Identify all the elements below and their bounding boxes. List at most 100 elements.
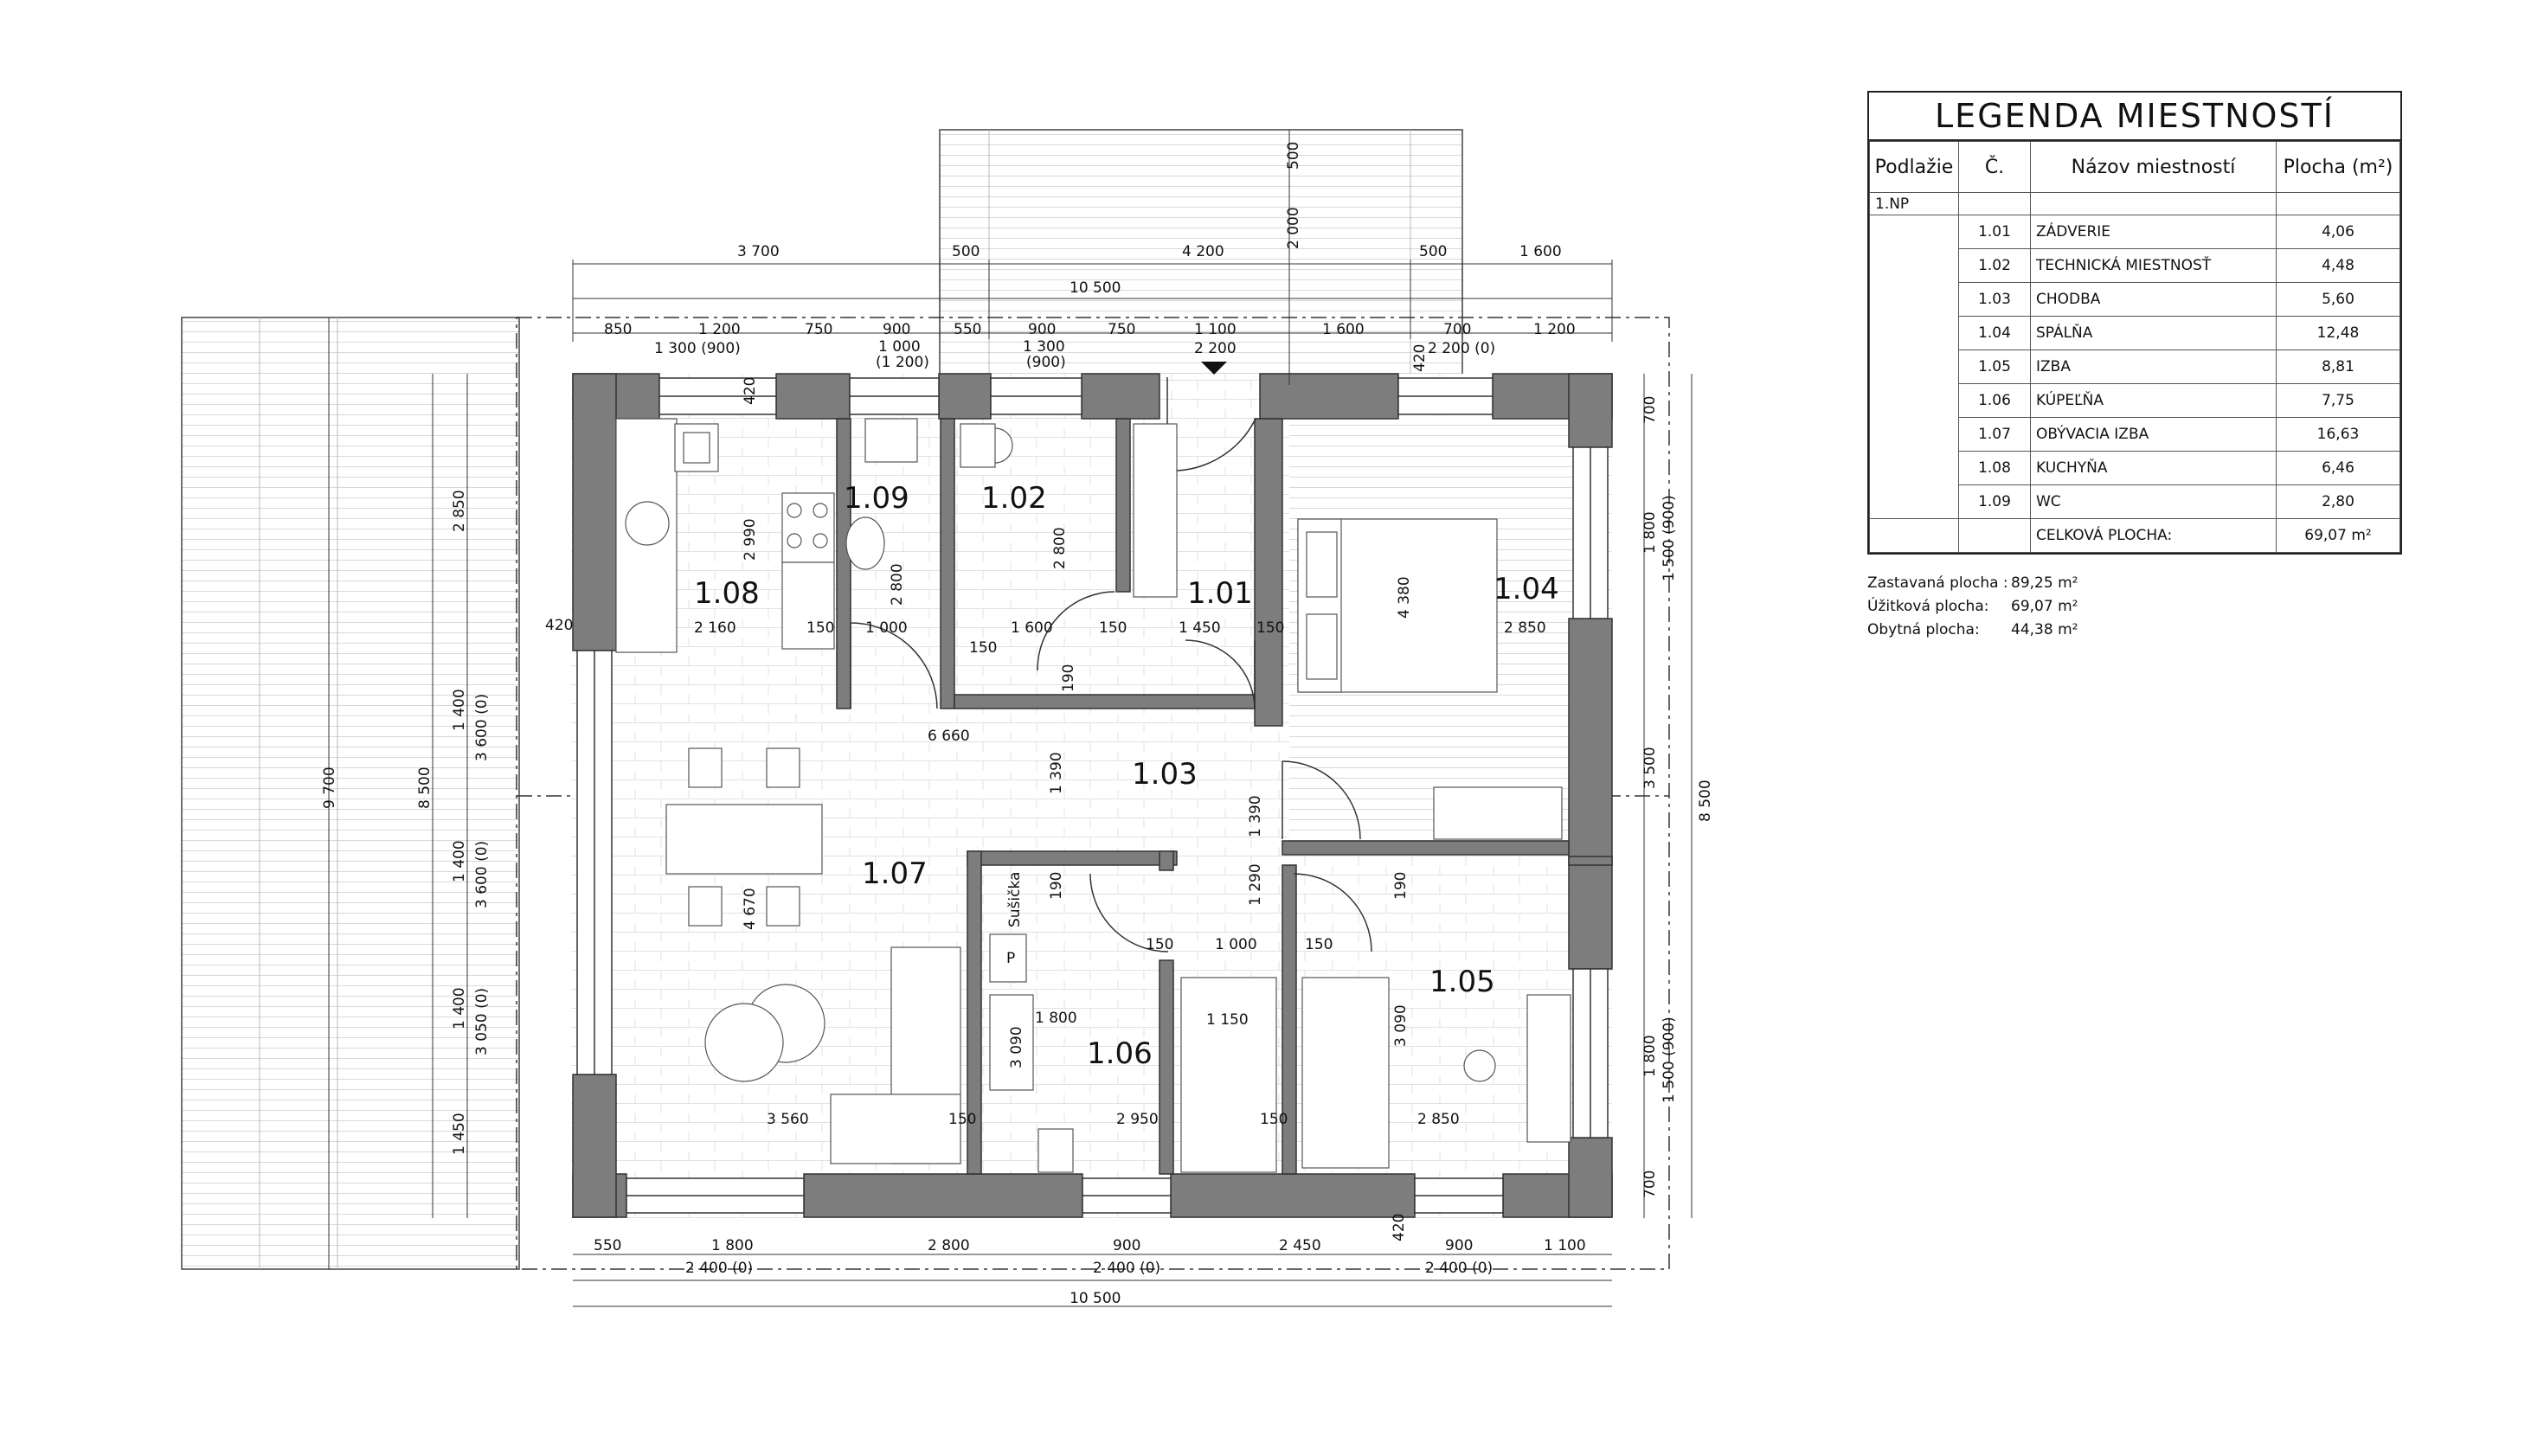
dim-bottom-overall: 10 500 <box>1070 1290 1121 1307</box>
legend-floor-label: 1.NP <box>1869 192 1959 215</box>
dim-150-h: 150 <box>1260 1111 1288 1128</box>
room-label-1-07: 1.07 <box>862 856 928 891</box>
entrance-arrow-icon <box>1201 362 1227 375</box>
legend-total-label: CELKOVÁ PLOCHA: <box>2030 518 2277 553</box>
legend-room-area: 7,75 <box>2276 383 2400 418</box>
dim-top-open-b: 1 000 <box>878 338 921 356</box>
dim-left-c2: 3 600 (0) <box>473 841 491 908</box>
dim-bed-4380: 4 380 <box>1396 576 1413 619</box>
appliance-mark: P <box>1006 950 1015 967</box>
legend-total-row: CELKOVÁ PLOCHA: 69,07 m² <box>1869 518 2400 553</box>
dim-top-row-8: 1 600 <box>1322 321 1365 338</box>
dim-bottom-open-b: 2 400 (0) <box>1093 1260 1160 1277</box>
dim-terrace-b: 2 000 <box>1285 207 1302 249</box>
legend-room-name: KÚPEĽŇA <box>2030 383 2277 418</box>
legend-room-number: 1.01 <box>1958 215 2031 249</box>
legend-room-name: WC <box>2030 484 2277 519</box>
dim-left-b1: 1 400 <box>451 689 468 731</box>
dim-bottom-row-0: 550 <box>594 1237 621 1254</box>
stat-row: Zastavaná plocha :89,25 m² <box>1867 572 2078 595</box>
dim-top-d: 500 <box>1419 243 1447 260</box>
legend-title: LEGENDA MIESTNOSTÍ <box>1869 93 2400 141</box>
dim-corr-6660: 6 660 <box>928 728 970 745</box>
dim-right-b2: 1 500 (900) <box>1661 495 1678 581</box>
dim-top-row-0: 850 <box>604 321 632 338</box>
dim-150-e: 150 <box>948 1111 976 1128</box>
dim-bath-1150: 1 150 <box>1206 1011 1249 1029</box>
dim-right-c: 3 500 <box>1641 747 1659 789</box>
dim-top-e: 1 600 <box>1519 243 1562 260</box>
dim-top-open-c: 1 300 <box>1023 338 1065 356</box>
dim-left-total: 9 700 <box>321 766 338 809</box>
dim-bottom-row-1: 1 800 <box>711 1237 754 1254</box>
dim-left-c1: 1 400 <box>451 840 468 882</box>
room-label-1-06: 1.06 <box>1087 1036 1153 1071</box>
dim-bottom-open-c: 2 400 (0) <box>1425 1260 1493 1277</box>
legend-room-area: 6,46 <box>2276 451 2400 485</box>
legend-room-area: 16,63 <box>2276 417 2400 452</box>
dim-top-row-9: 700 <box>1443 321 1471 338</box>
dim-corr-1390a: 1 390 <box>1048 752 1065 794</box>
legend-room-name: IZBA <box>2030 350 2277 384</box>
dim-top-overall: 10 500 <box>1070 279 1121 297</box>
dim-right-d1: 1 800 <box>1641 1035 1659 1077</box>
dim-wall-420-c: 420 <box>1411 344 1429 372</box>
dim-top-row-2: 750 <box>805 321 832 338</box>
dim-bottom-row-5: 900 <box>1445 1237 1473 1254</box>
dim-wall-420-d: 420 <box>1391 1214 1408 1241</box>
dim-top-c: 4 200 <box>1182 243 1224 260</box>
legend-room-area: 5,60 <box>2276 282 2400 317</box>
dim-left-e: 1 450 <box>451 1113 468 1155</box>
appliance-label: Sušička <box>1006 872 1024 927</box>
dim-bottom-row-3: 900 <box>1113 1237 1140 1254</box>
legend-header-area: Plocha (m²) <box>2276 141 2400 193</box>
room-label-1-08: 1.08 <box>694 576 760 611</box>
dim-k-2160: 2 160 <box>694 619 736 637</box>
dim-top-a: 3 700 <box>737 243 780 260</box>
dim-wc-2800: 2 800 <box>889 563 906 606</box>
legend-room-number: 1.08 <box>1958 451 2031 485</box>
stat-value: 89,25 m² <box>2011 574 2078 592</box>
dim-190-b: 190 <box>1048 872 1065 900</box>
legend-room-area: 2,80 <box>2276 484 2400 519</box>
room-label-1-01: 1.01 <box>1187 576 1253 611</box>
dim-top-row-5: 900 <box>1028 321 1056 338</box>
dimension-lines <box>328 130 1693 1307</box>
legend-room-area: 8,81 <box>2276 350 2400 384</box>
dim-left-house: 8 500 <box>416 766 434 809</box>
legend-room-number: 1.06 <box>1958 383 2031 418</box>
dim-150-d: 150 <box>1256 619 1284 637</box>
dimension-labels: 10 500 3 700 500 4 200 500 1 600 850 1 2… <box>321 142 1714 1307</box>
legend-room-number: 1.03 <box>1958 282 2031 317</box>
dim-wc-1000: 1 000 <box>865 619 908 637</box>
dim-bath-3090: 3 090 <box>1008 1026 1025 1068</box>
terrace-left <box>181 317 520 1270</box>
room-label-1-03: 1.03 <box>1132 757 1198 792</box>
dim-190-c: 190 <box>1392 872 1410 900</box>
legend-room-area: 12,48 <box>2276 316 2400 350</box>
legend-room-number: 1.07 <box>1958 417 2031 452</box>
dim-k-2990: 2 990 <box>742 518 759 561</box>
dim-bottom-row-6: 1 100 <box>1544 1237 1586 1254</box>
dim-bottom-open-a: 2 400 (0) <box>685 1260 753 1277</box>
legend-room-area: 4,48 <box>2276 248 2400 283</box>
dim-150-f: 150 <box>1146 936 1173 953</box>
legend-room-number: 1.04 <box>1958 316 2031 350</box>
dim-right-total: 8 500 <box>1697 779 1714 822</box>
dim-left-d1: 1 400 <box>451 987 468 1029</box>
dim-bed-2850: 2 850 <box>1504 619 1546 637</box>
legend-room-number: 1.09 <box>1958 484 2031 519</box>
stat-label: Obytná plocha: <box>1867 621 1980 638</box>
dim-right-b1: 1 800 <box>1641 511 1659 554</box>
dim-terrace-a: 500 <box>1285 142 1302 170</box>
legend-room-area: 4,06 <box>2276 215 2400 249</box>
stat-row: Obytná plocha:44,38 m² <box>1867 619 2078 642</box>
dim-top-open-a: 1 300 (900) <box>654 340 741 357</box>
dim-top-open-d: 2 200 <box>1194 340 1237 357</box>
